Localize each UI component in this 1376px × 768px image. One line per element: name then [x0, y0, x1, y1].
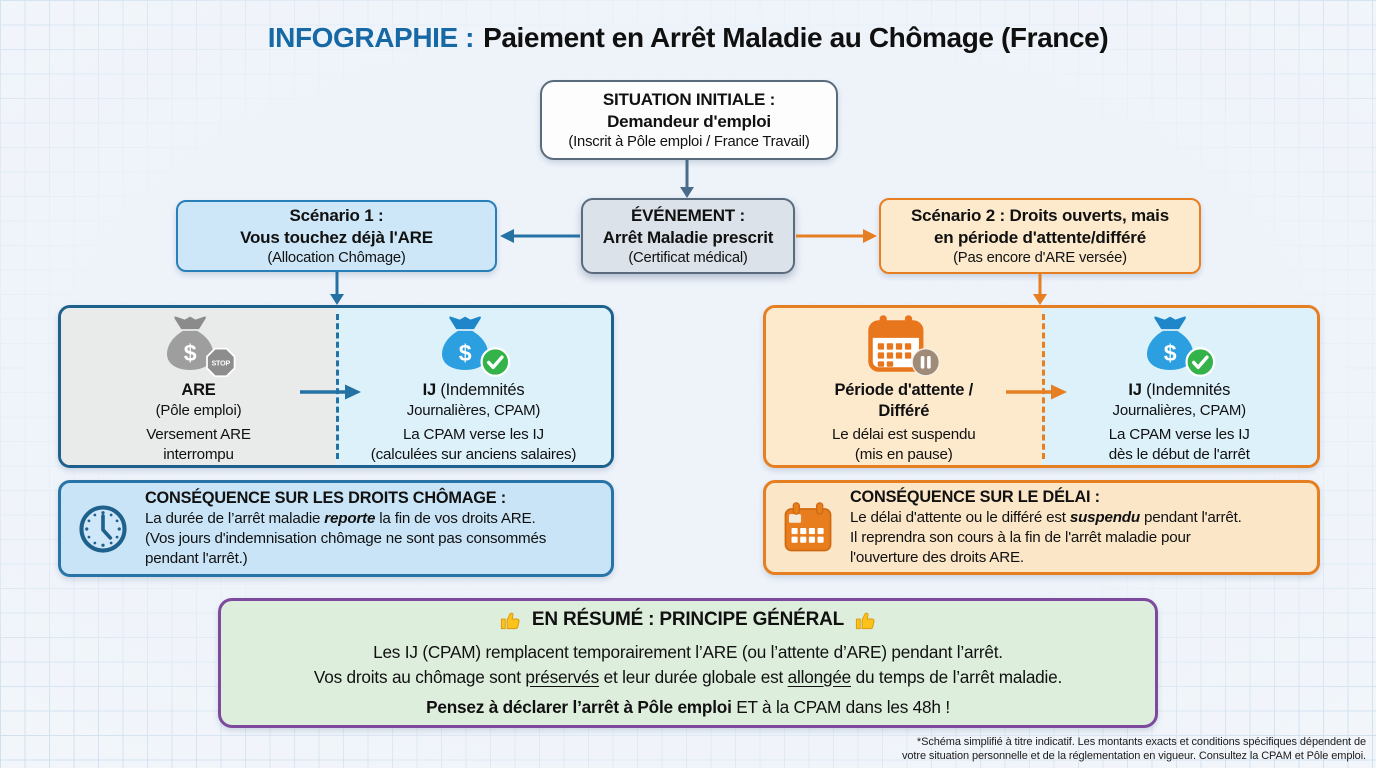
- flow2-wait-title2: Différé: [878, 402, 930, 420]
- consequence2-line1: Le délai d'attente ou le différé est sus…: [850, 509, 1242, 526]
- thumbs-up-icon: [855, 612, 875, 629]
- flow1-are-line1: Versement ARE: [146, 426, 251, 443]
- page-title-main: Paiement en Arrêt Maladie au Chômage (Fr…: [483, 22, 1109, 53]
- consequence2-line3: l'ouverture des droits ARE.: [850, 549, 1024, 566]
- footnote: *Schéma simplifié à titre indicatif. Les…: [902, 735, 1366, 763]
- event-box: ÉVÉNEMENT : Arrêt Maladie prescrit (Cert…: [581, 198, 795, 274]
- consequence1-line3: pendant l'arrêt.): [145, 550, 248, 567]
- consequence2-line2: Il reprendra son cours à la fin de l'arr…: [850, 529, 1191, 546]
- arrow-scenario1-to-flow1: [330, 272, 344, 305]
- scenario1-box: Scénario 1 : Vous touchez déjà l'ARE (Al…: [176, 200, 497, 272]
- flow1-are-panel: $ STOP ARE (Pôle emploi) Versement ARE i…: [61, 308, 336, 465]
- consequence1-line2: (Vos jours d'indemnisation chômage ne so…: [145, 530, 547, 547]
- page-title: INFOGRAPHIE : Paiement en Arrêt Maladie a…: [0, 22, 1376, 54]
- check-badge: [1185, 347, 1216, 377]
- scenario1-title: Scénario 1 :: [289, 205, 384, 225]
- situation-subtitle: Demandeur d'emploi: [607, 111, 771, 131]
- scenario2-subtitle: en période d'attente/différé: [934, 227, 1146, 247]
- summary-line2: Vos droits au chômage sont préservés et …: [313, 666, 1063, 687]
- stop-label: STOP: [211, 360, 230, 368]
- flow2-ij-line1: La CPAM verse les IJ: [1108, 426, 1250, 443]
- flow1-are-line2: interrompu: [163, 446, 234, 463]
- dollar-glyph: $: [1164, 340, 1177, 366]
- situation-title: SITUATION INITIALE :: [602, 89, 776, 109]
- scenario2-note: (Pas encore d'ARE versée): [953, 249, 1127, 266]
- dollar-glyph: $: [458, 340, 471, 366]
- arrow-event-to-scenario1: [500, 229, 580, 243]
- flow2-ij-panel: $ IJ (Indemnités Journalières, CPAM) La …: [1041, 308, 1317, 465]
- calendar-icon: [784, 501, 832, 551]
- arrow-scenario2-to-flow2: [1033, 274, 1047, 305]
- flow1-ij-title2: Journalières, CPAM): [406, 402, 541, 419]
- scenario2-box: Scénario 2 : Droits ouverts, mais en pér…: [879, 198, 1201, 274]
- pause-badge: [911, 348, 940, 377]
- situation-note: (Inscrit à Pôle emploi / France Travail): [568, 133, 810, 150]
- flow2-wait-line2: (mis en pause): [854, 446, 953, 463]
- flow1-are-subtitle: (Pôle emploi): [155, 402, 242, 419]
- flow2-ij-line2: dès le début de l'arrêt: [1108, 446, 1250, 463]
- flow1-ij-line1: La CPAM verse les IJ: [403, 426, 544, 443]
- summary-line3: Pensez à déclarer l’arrêt à Pôle emploi …: [426, 696, 950, 717]
- consequence2-title: CONSÉQUENCE SUR LE DÉLAI :: [850, 488, 1100, 506]
- flow1-ij-line2: (calculées sur anciens salaires): [370, 446, 577, 463]
- consequence2-box: CONSÉQUENCE SUR LE DÉLAI : Le délai d'at…: [763, 480, 1320, 575]
- page-title-prefix: INFOGRAPHIE :: [267, 22, 475, 53]
- money-bag-stop-icon: $ STOP: [166, 316, 235, 378]
- summary-heading: EN RÉSUMÉ : PRINCIPE GÉNÉRAL: [531, 609, 845, 630]
- flow2-ij-title2: Journalières, CPAM): [1112, 402, 1247, 419]
- dollar-glyph: $: [183, 340, 196, 366]
- flow2-divider: [1041, 314, 1045, 459]
- scenario1-note: (Allocation Chômage): [267, 249, 406, 266]
- consequence1-line1: La durée de l’arrêt maladie reporte la f…: [145, 510, 536, 527]
- event-title: ÉVÉNEMENT :: [631, 205, 745, 225]
- arrow-situation-to-event: [680, 160, 694, 198]
- event-note: (Certificat médical): [628, 249, 748, 266]
- money-bag-check-icon: $: [1147, 316, 1216, 377]
- thumbs-up-icon: [500, 612, 520, 629]
- event-subtitle: Arrêt Maladie prescrit: [602, 227, 774, 247]
- summary-heading-row: EN RÉSUMÉ : PRINCIPE GÉNÉRAL: [499, 609, 877, 632]
- clock-icon: [79, 504, 127, 553]
- flow1-ij-title: IJ (Indemnités: [422, 381, 525, 399]
- summary-line1: Les IJ (CPAM) remplacent temporairement …: [373, 641, 1003, 662]
- flow2-wait-line1: Le délai est suspendu: [831, 426, 976, 443]
- flow2-wait-title1: Période d'attente /: [834, 381, 974, 399]
- stop-badge: STOP: [205, 347, 235, 378]
- arrow-event-to-scenario2: [796, 229, 877, 243]
- flow2-ij-title: IJ (Indemnités: [1128, 381, 1231, 399]
- flow2-wait-panel: Période d'attente / Différé Le délai est…: [766, 308, 1042, 465]
- flow1-are-title: ARE: [181, 381, 216, 399]
- flow1-ij-panel: $ IJ (Indemnités Journalières, CPAM) La …: [336, 308, 611, 465]
- flow2-box: Période d'attente / Différé Le délai est…: [763, 305, 1320, 468]
- flow1-box: $ STOP ARE (Pôle emploi) Versement ARE i…: [58, 305, 614, 468]
- footnote-line2: votre situation personnelle et de la rég…: [902, 750, 1366, 762]
- scenario2-title: Scénario 2 : Droits ouverts, mais: [911, 205, 1169, 225]
- consequence1-title: CONSÉQUENCE SUR LES DROITS CHÔMAGE :: [145, 489, 506, 507]
- money-bag-check-icon: $: [441, 316, 510, 377]
- calendar-pause-icon: [868, 315, 940, 377]
- summary-box: EN RÉSUMÉ : PRINCIPE GÉNÉRAL Les IJ (CPA…: [218, 598, 1158, 728]
- footnote-line1: *Schéma simplifié à titre indicatif. Les…: [916, 736, 1366, 748]
- situation-box: SITUATION INITIALE : Demandeur d'emploi …: [540, 80, 838, 160]
- scenario1-subtitle: Vous touchez déjà l'ARE: [240, 227, 433, 247]
- flow1-divider: [336, 314, 339, 459]
- check-badge: [479, 347, 510, 377]
- consequence1-box: CONSÉQUENCE SUR LES DROITS CHÔMAGE : La …: [58, 480, 614, 577]
